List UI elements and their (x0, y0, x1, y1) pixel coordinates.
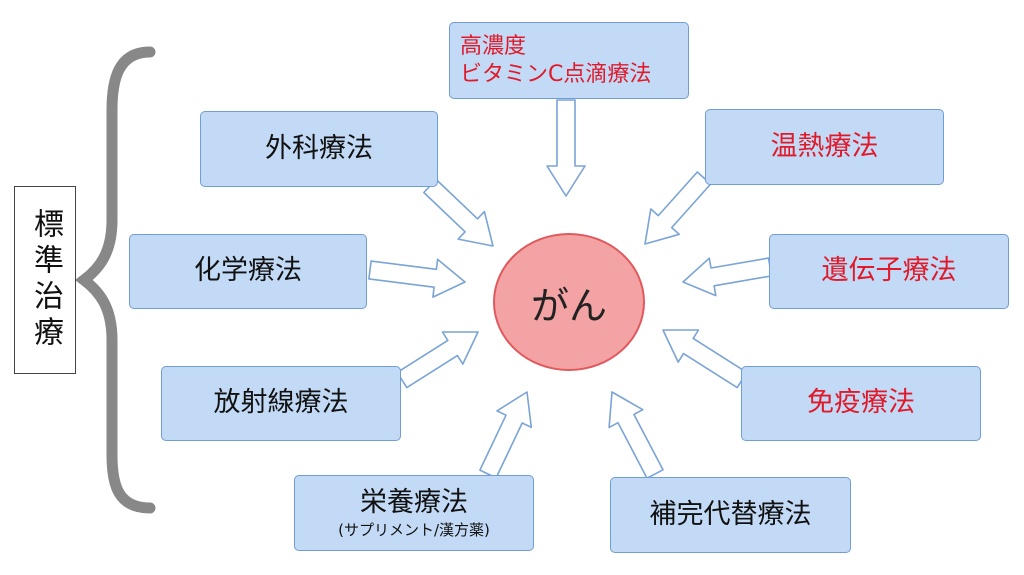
arrow-immune (662, 329, 748, 389)
hyperthermia-label: 温熱療法 (770, 130, 879, 162)
nutrition-box: 栄養療法 (サプリメント/漢方薬) (294, 475, 534, 551)
arrow-complementary (608, 391, 664, 480)
vitamin-c-line1: 高濃度 (460, 34, 527, 59)
surgery-label: 外科療法 (265, 132, 373, 164)
arrow-radiation (396, 331, 479, 389)
hyperthermia-box: 温熱療法 (705, 109, 944, 185)
arrow-group (368, 99, 773, 480)
vitamin-c-line2: ビタミンC点滴療法 (460, 61, 652, 87)
arrow-surgery (422, 178, 494, 247)
immunotherapy-box: 免疫療法 (741, 366, 981, 441)
immunotherapy-label: 免疫療法 (807, 387, 915, 419)
arrow-chemo (368, 258, 466, 298)
gene-therapy-label: 遺伝子療法 (821, 255, 957, 287)
complementary-box: 補完代替療法 (610, 477, 851, 553)
vitamin-c-box: 高濃度 ビタミンC点滴療法 (449, 22, 689, 99)
arrow-nutrition (479, 391, 533, 479)
arrow-gene (682, 257, 773, 297)
radiation-box: 放射線療法 (161, 366, 401, 441)
nutrition-sublabel: (サプリメント/漢方薬) (338, 521, 490, 540)
surgery-box: 外科療法 (200, 111, 438, 187)
chemotherapy-label: 化学療法 (194, 255, 302, 287)
chemotherapy-box: 化学療法 (129, 234, 367, 309)
brace (74, 46, 156, 514)
arrow-hyperthermia (644, 171, 712, 245)
arrow-vitamin-c (546, 99, 586, 197)
standard-treatment-label: 標準治療 (14, 186, 76, 374)
nutrition-label: 栄養療法 (360, 486, 468, 518)
gene-therapy-box: 遺伝子療法 (769, 234, 1009, 309)
radiation-label: 放射線療法 (213, 387, 349, 419)
cancer-node: がん (493, 233, 645, 371)
complementary-label: 補完代替療法 (649, 498, 812, 530)
